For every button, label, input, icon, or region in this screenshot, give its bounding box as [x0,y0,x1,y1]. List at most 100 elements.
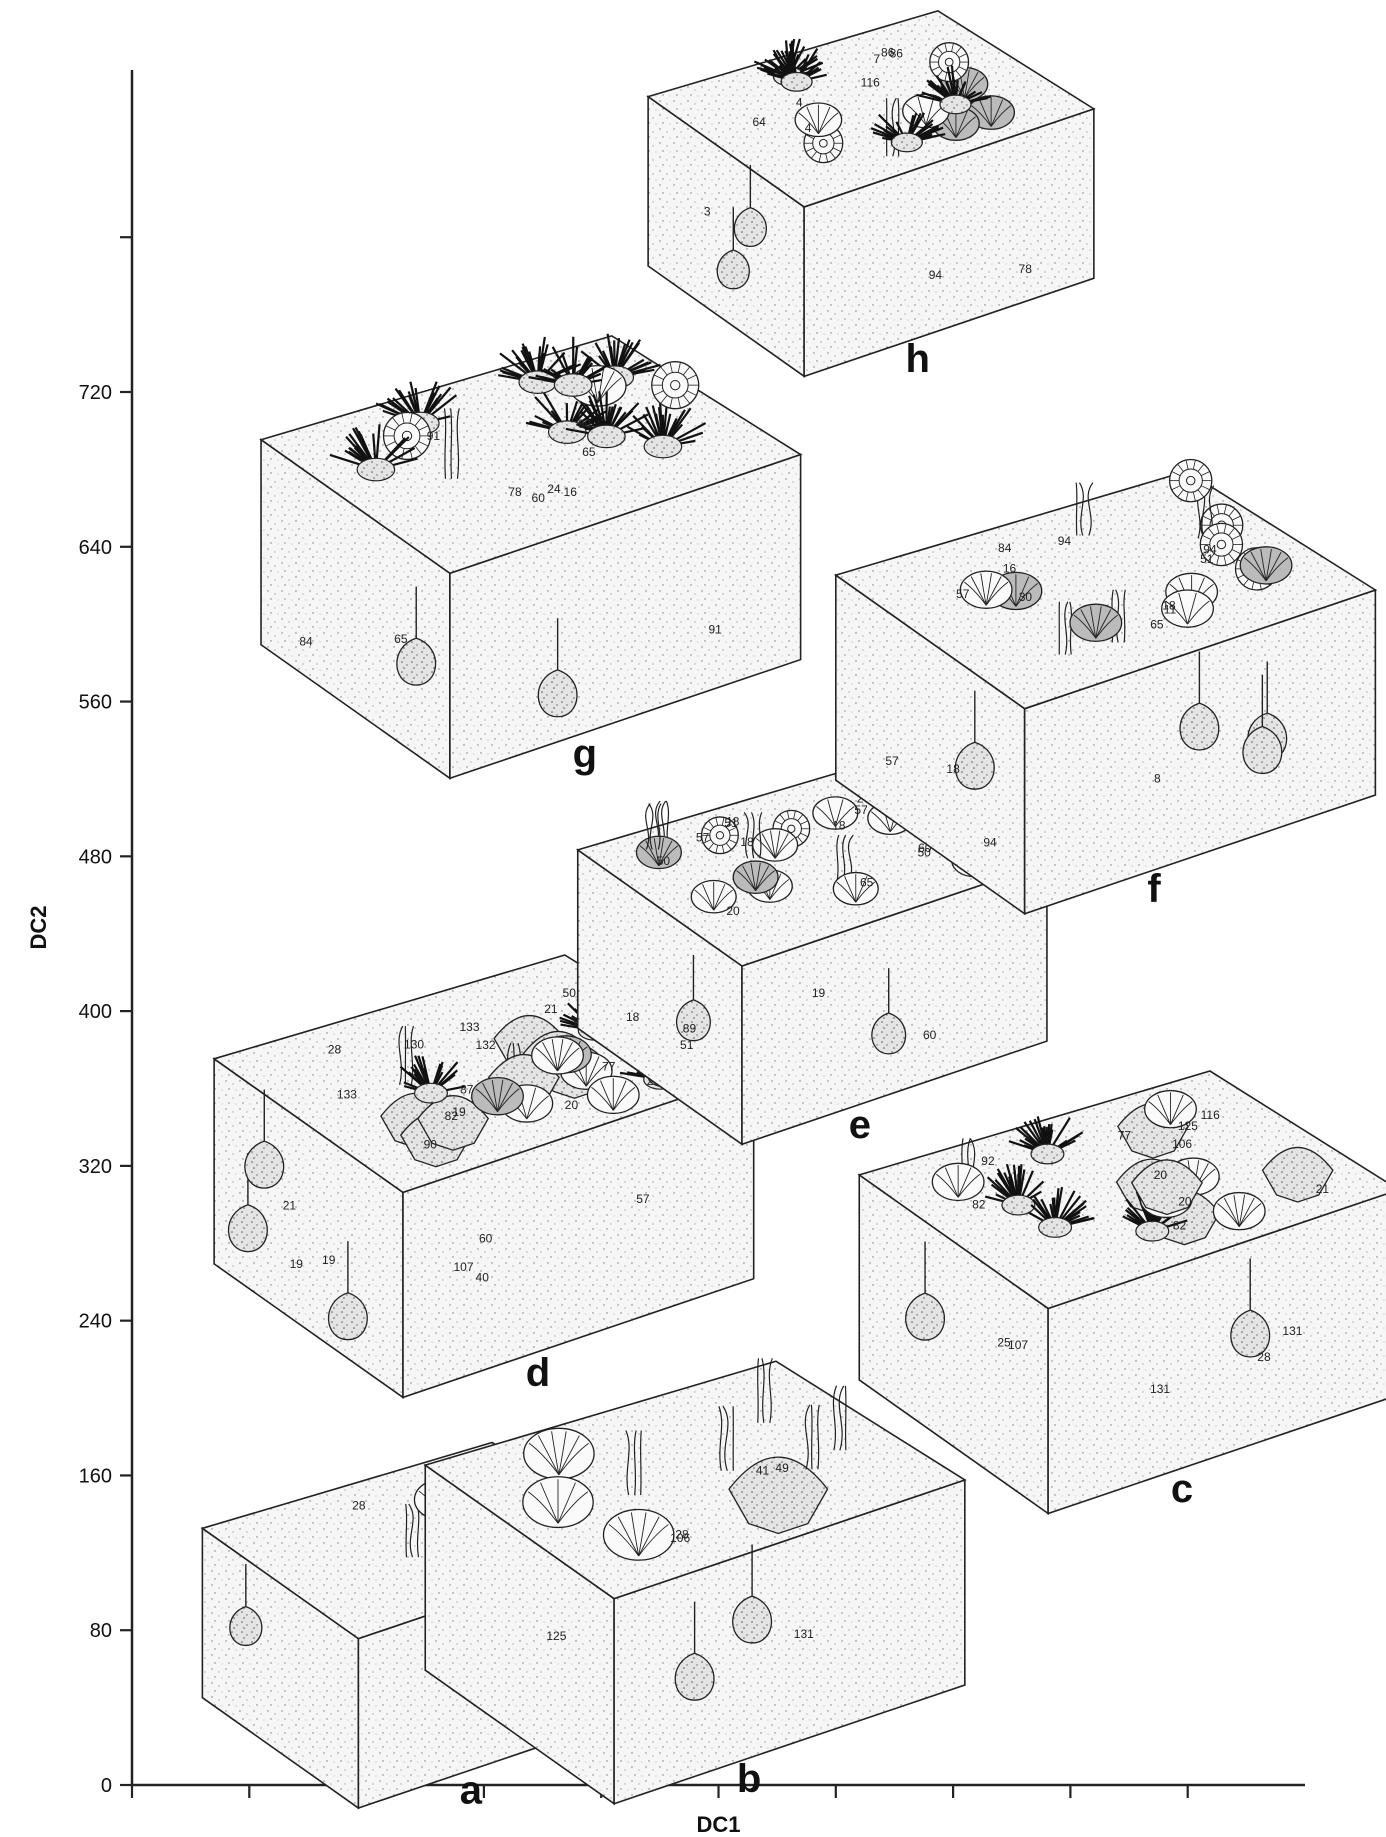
taxon-number: 65 [394,632,408,646]
panel-letter: a [460,1769,483,1813]
bivalve-shell [690,879,737,914]
bivalve-shell [931,1162,985,1202]
bivalve-shell [522,1476,594,1529]
bivalve-shell [732,860,779,895]
coral-head [417,1095,490,1151]
infaunal-bivalve [716,207,750,290]
taxon-number: 7 [873,52,880,66]
taxon-number: 21 [283,1199,297,1213]
bivalve-shell [602,1508,675,1561]
taxon-number: 19 [322,1253,336,1267]
taxon-number: 24 [547,482,561,496]
taxon-number: 41 [756,1464,770,1478]
panel-letter: b [737,1757,761,1801]
infaunal-bivalve [1230,1258,1271,1358]
taxon-number: 21 [1316,1182,1330,1196]
infaunal-bivalve [396,586,437,686]
ammonite [929,42,970,83]
sea-urchin [870,112,946,153]
taxon-number: 84 [998,541,1012,555]
seagrass [804,1404,820,1470]
taxon-number: 18 [626,1010,640,1024]
seagrass [443,408,460,479]
taxon-number: 86 [881,45,895,59]
taxon-number: 131 [1150,1382,1170,1396]
infaunal-bivalve [229,1564,263,1647]
taxon-number: 57 [854,803,868,817]
infaunal-bivalve [954,690,995,790]
taxon-number: 65 [582,445,596,459]
taxon-number: 28 [352,1499,366,1513]
sea-urchin [528,336,608,397]
infaunal-bivalve [1179,651,1220,751]
taxon-number: 57 [696,830,710,844]
taxon-number: 65 [1150,617,1164,631]
taxon-number: 19 [812,986,826,1000]
bivalve-shell [959,570,1013,609]
taxon-number: 78 [508,485,522,499]
taxon-number: 130 [404,1038,424,1052]
bivalve-shell [794,102,843,138]
taxon-number: 125 [1178,1119,1198,1133]
taxon-number: 91 [427,429,441,443]
taxon-number: 94 [1058,534,1072,548]
panel-letter: c [1171,1467,1193,1511]
coral-head [1261,1146,1334,1203]
taxon-number: 64 [752,115,766,129]
taxon-number: 40 [476,1270,490,1284]
bivalve-shell [1212,1191,1266,1231]
taxon-number: 82 [1173,1218,1187,1232]
sea-urchin [329,424,418,482]
seagrass [743,812,763,859]
taxon-number: 82 [445,1109,459,1123]
sea-urchin [1027,1186,1095,1238]
sea-urchin [399,1055,466,1104]
taxon-number: 86 [890,47,904,61]
infaunal-bivalve [1242,674,1283,775]
taxon-number: 20 [1178,1195,1192,1209]
panel-letter: h [906,337,930,381]
bivalve-shell [523,1427,595,1480]
reconstruction-panels: 28131a284112510649131b201162577922820211… [200,9,1386,1813]
infaunal-bivalve [871,968,907,1055]
sea-urchin [1008,1116,1084,1165]
taxon-number: 106 [670,1531,690,1545]
taxon-number: 106 [1172,1137,1192,1151]
seagrass [625,1430,642,1496]
taxon-number: 77 [1118,1128,1132,1142]
taxon-number: 60 [923,1028,937,1042]
panel-letter: f [1147,867,1161,911]
taxon-number: 16 [564,485,578,499]
bivalve-shell [586,1075,640,1115]
taxon-number: 20 [1154,1168,1168,1182]
taxon-number: 87 [460,1082,474,1096]
y-tick-label: 320 [79,1156,112,1178]
ammonite [651,361,700,410]
sea-urchin [565,391,649,449]
seagrass [832,1385,847,1451]
y-tick-label: 640 [79,537,112,559]
taxon-number: 51 [1200,552,1214,566]
taxon-number: 18 [946,762,960,776]
taxon-number: 57 [636,1192,650,1206]
taxon-number: 90 [424,1138,438,1152]
taxon-number: 21 [544,1002,558,1016]
taxon-number: 57 [885,754,899,768]
bivalve-shell [812,796,859,830]
sea-urchin [984,1163,1045,1216]
taxon-number: 116 [1201,1108,1220,1122]
taxon-number: 20 [726,904,740,918]
taxon-number: 20 [565,1098,579,1112]
taxon-number: 131 [1282,1324,1302,1338]
taxon-number: 25 [997,1335,1011,1349]
y-tick-label: 480 [79,846,112,868]
taxon-number: 16 [1003,562,1017,576]
taxon-number: 65 [860,875,874,889]
taxon-number: 50 [563,986,577,1000]
y-tick-label: 80 [90,1620,112,1642]
y-tick-label: 560 [79,692,112,714]
sea-urchin [626,400,707,459]
bivalve-shell [752,828,799,862]
